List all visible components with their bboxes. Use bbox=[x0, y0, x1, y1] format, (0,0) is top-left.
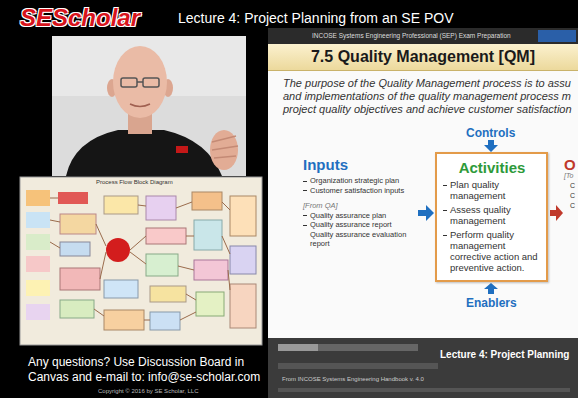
activity-item: Perform quality management corrective ac… bbox=[443, 229, 541, 273]
controls-arrow bbox=[484, 140, 498, 152]
inputs-heading: Inputs bbox=[303, 156, 348, 173]
outputs-arrow bbox=[550, 205, 563, 221]
copyright: Copyright © 2016 by SE Scholar, LLC bbox=[98, 388, 198, 394]
box-heading: Activities bbox=[443, 158, 541, 177]
webcam-video bbox=[52, 36, 246, 176]
input-item: Quality assurance report bbox=[303, 220, 415, 230]
title-band: 7.5 Quality Management [QM] bbox=[268, 44, 578, 71]
input-item: Organization strategic plan bbox=[303, 176, 415, 186]
enablers-heading: Enablers bbox=[466, 296, 517, 310]
purpose-line: project quality objectives and achieve c… bbox=[283, 103, 572, 116]
video-title: Lecture 4: Project Planning from an SE P… bbox=[178, 10, 453, 26]
input-item: Customer satisfaction inputs bbox=[303, 186, 415, 196]
slide bbox=[268, 28, 578, 398]
enablers-arrow bbox=[484, 283, 498, 294]
output-item: C bbox=[570, 192, 575, 199]
purpose-paragraph: The purpose of the Quality Management pr… bbox=[283, 77, 576, 116]
source-note: From INCOSE Systems Engineering Handbook… bbox=[282, 376, 424, 382]
output-item: C bbox=[570, 202, 575, 209]
process-box: ActivitiesPlan quality managementAssess … bbox=[435, 152, 548, 282]
process-flow-picture bbox=[20, 177, 262, 345]
logo: SEScholar bbox=[20, 4, 140, 32]
purpose-line: and implementations of the quality manag… bbox=[283, 90, 571, 103]
section-title: 7.5 Quality Management [QM] bbox=[311, 48, 535, 66]
inputs-list: Organization strategic planCustomer sati… bbox=[303, 176, 415, 249]
slide-header: INCOSE Systems Engineering Professional … bbox=[312, 32, 511, 39]
outputs-heading: O bbox=[564, 156, 576, 173]
purpose-line: The purpose of the Quality Management pr… bbox=[283, 77, 571, 90]
input-source: [From QA] bbox=[303, 201, 415, 211]
inputs-arrow bbox=[418, 205, 434, 221]
slide-footer-title: Lecture 4: Project Planning bbox=[440, 349, 569, 360]
output-source: [To bbox=[564, 172, 573, 179]
contact-note: Any questions? Use Discussion Board in C… bbox=[28, 355, 270, 385]
picture-title: Process Flow Block Diagram bbox=[96, 179, 173, 185]
input-item: Quality assurance evaluation report bbox=[303, 230, 415, 249]
controls-heading: Controls bbox=[466, 126, 515, 140]
activity-item: Plan quality management bbox=[443, 179, 541, 201]
input-item: Quality assurance plan bbox=[303, 211, 415, 221]
activity-item: Assess quality management bbox=[443, 204, 541, 226]
output-item: C bbox=[570, 182, 575, 189]
